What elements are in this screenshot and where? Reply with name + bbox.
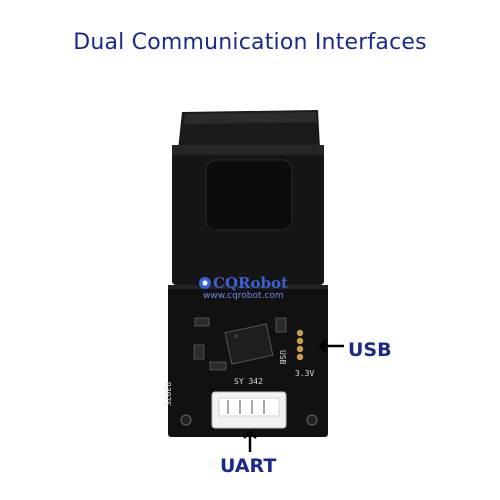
usb-label: USB [348,339,392,361]
main-chip [224,323,274,365]
pcb-voltage-marking: 3.3V [295,369,315,378]
usb-header-pads [296,329,304,361]
pcb-usb-marking: USB [278,350,287,365]
pcb-chip-marking: SY 342 [234,377,263,386]
usb-arrow [319,339,344,353]
uart-label: UART [220,455,277,477]
sensor-window [205,159,293,231]
watermark-url: www.cqrobot.com [203,291,284,301]
uart-arrow [243,431,257,452]
pcb-model-marking: R307S [163,382,172,407]
brand-watermark: CQRobot [213,274,288,292]
page-title: Dual Communication Interfaces [73,30,427,55]
